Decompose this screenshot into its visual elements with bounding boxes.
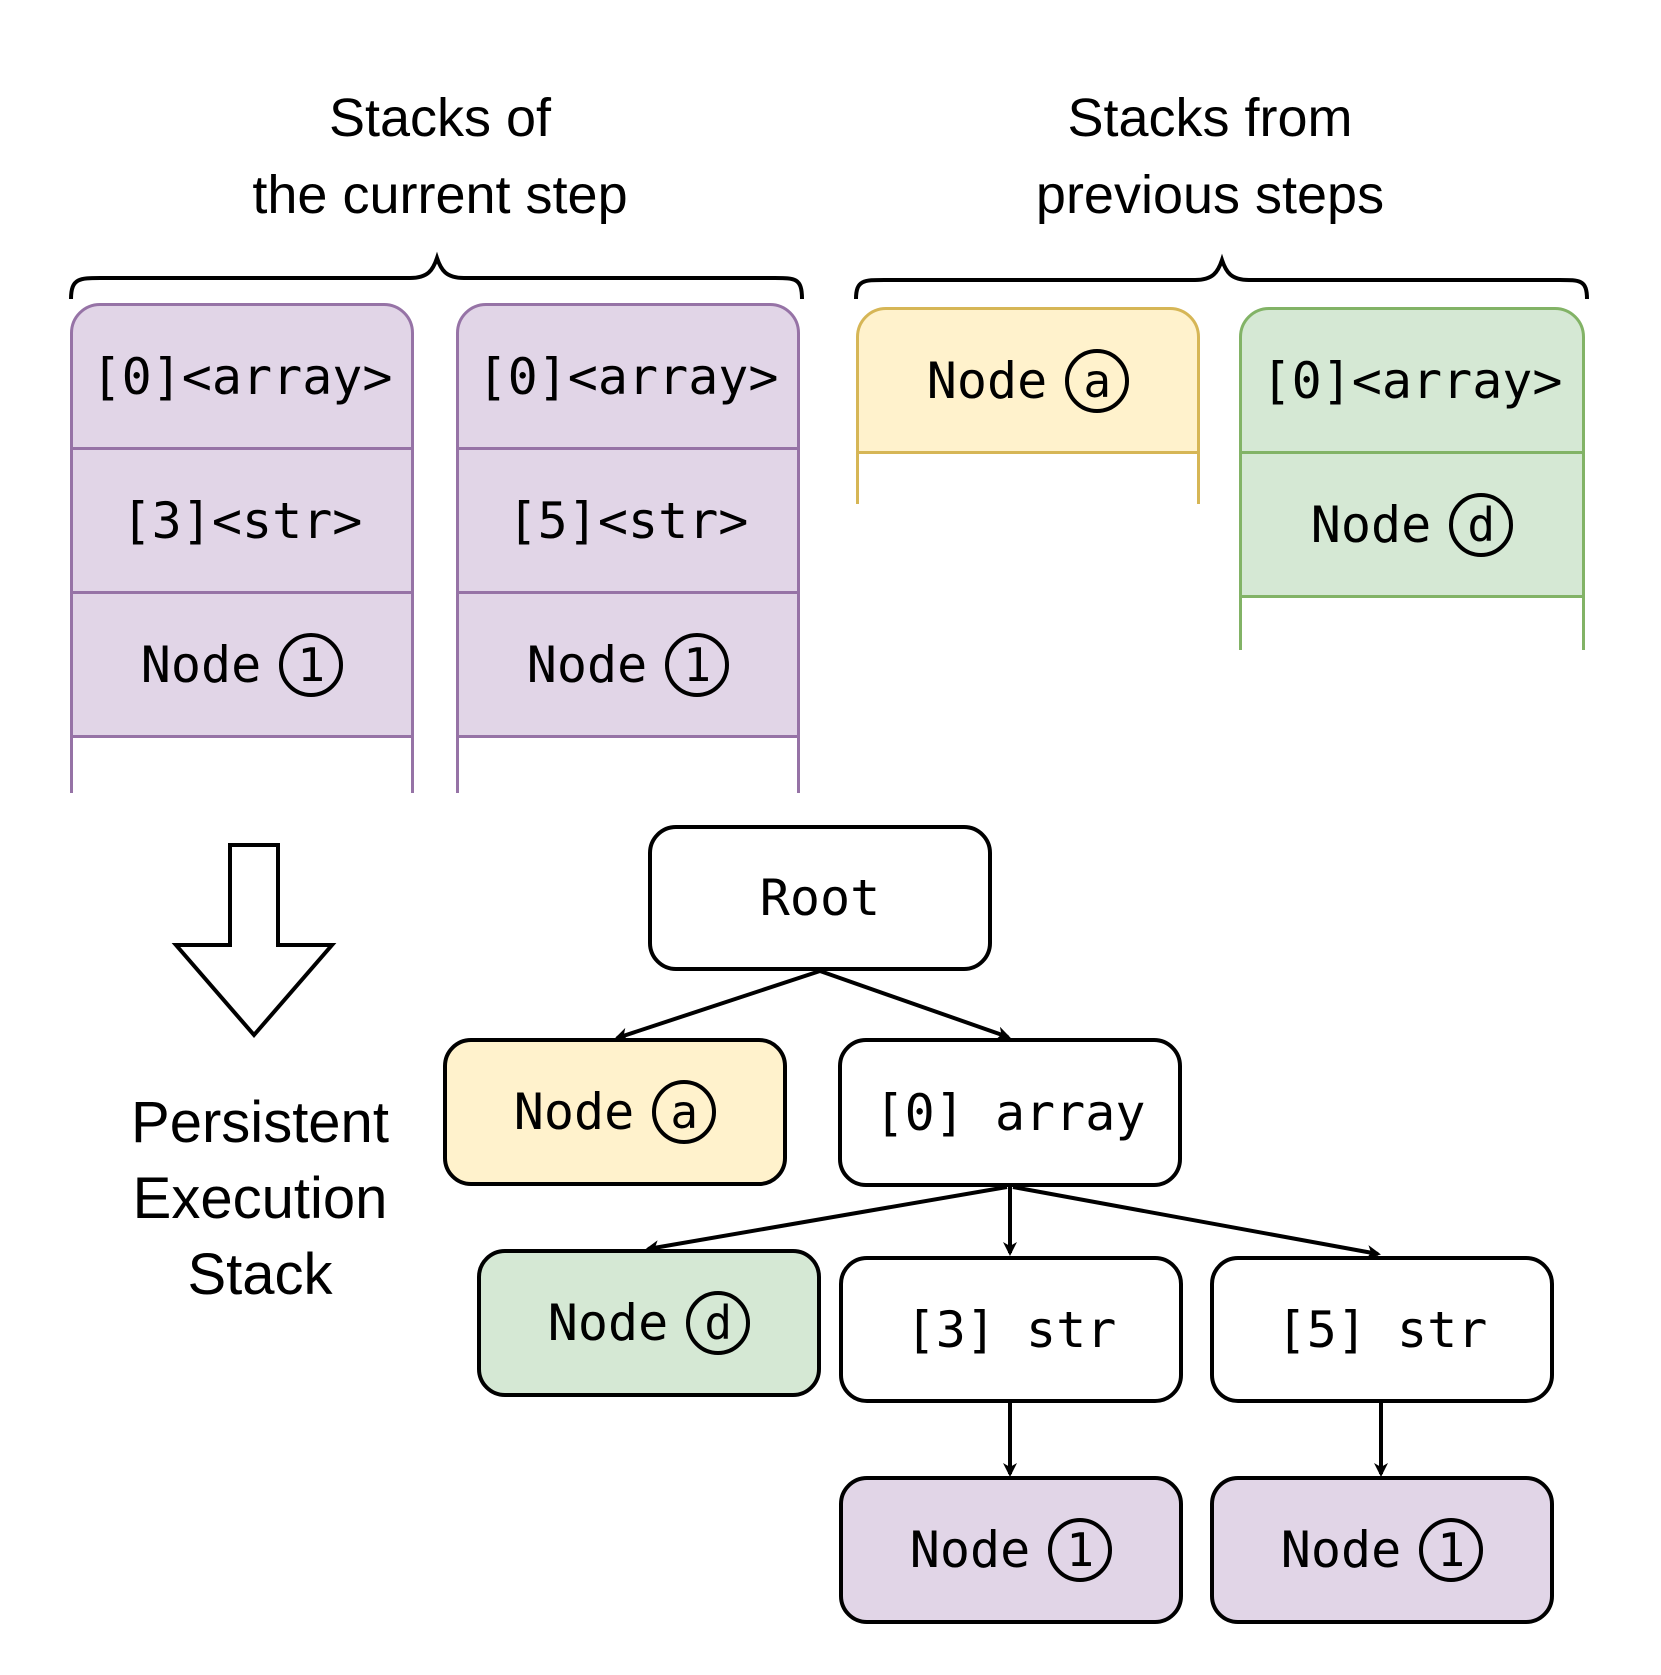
node-label: Node: [513, 1083, 635, 1141]
down-arrow-icon: [171, 843, 337, 1039]
tree-node-str3: [3] str: [839, 1256, 1183, 1403]
tree-node-array: [0] array: [838, 1038, 1182, 1187]
tree-node-str5: [5] str: [1210, 1256, 1554, 1403]
circled-1-icon: 1: [1419, 1518, 1484, 1582]
tree-node-a: Node a: [443, 1038, 787, 1186]
node-label: [5] str: [1276, 1300, 1488, 1359]
node-label: [0] array: [874, 1083, 1146, 1142]
side-label-line-2: Execution: [132, 1166, 388, 1231]
cell-label: Node: [1310, 495, 1432, 554]
stack-open-bottom: [70, 738, 414, 793]
edge-root-node-a: [614, 969, 821, 1042]
tree-node-1-left: Node 1: [839, 1476, 1183, 1624]
circled-a-icon: a: [652, 1080, 717, 1144]
header-previous-steps: Stacks from previous steps: [830, 80, 1590, 234]
node-label: [3] str: [905, 1300, 1117, 1359]
edge-root-array: [819, 969, 1011, 1040]
stack-open-bottom: [1239, 598, 1585, 650]
edge-array-node-d: [645, 1185, 1008, 1255]
node-label: Root: [759, 869, 881, 927]
header-previous-line-1: Stacks from: [1067, 88, 1353, 148]
cell-label: [3]<str>: [121, 491, 363, 550]
node-label: Node: [547, 1294, 669, 1352]
tree-node-root: Root: [648, 825, 992, 971]
circled-1-icon: 1: [665, 632, 730, 697]
stack-cell: Node d: [1239, 451, 1585, 598]
stack-cell: Node 1: [70, 591, 414, 738]
cell-label: [0]<array>: [1261, 351, 1563, 410]
circled-1-icon: 1: [279, 632, 344, 697]
stack-cell: [0]<array>: [456, 303, 800, 450]
circled-a-icon: a: [1065, 348, 1130, 413]
stack-cell: Node 1: [456, 591, 800, 738]
cell-label: Node: [140, 635, 262, 694]
stack-cell: [0]<array>: [1239, 307, 1585, 454]
stack-cell: [3]<str>: [70, 447, 414, 594]
header-previous-line-2: previous steps: [1035, 165, 1385, 225]
persistent-stack-label: Persistent Execution Stack: [70, 1085, 450, 1313]
stack-cell: [0]<array>: [70, 303, 414, 450]
cell-label: [0]<array>: [91, 347, 393, 406]
stack-open-bottom: [856, 454, 1200, 504]
current-stack-1: [0]<array> [3]<str> Node 1: [70, 303, 414, 793]
header-current-line-2: the current step: [252, 165, 628, 225]
stack-open-bottom: [456, 738, 800, 793]
cell-label: [5]<str>: [507, 491, 749, 550]
previous-stack-1: Node a: [856, 307, 1200, 504]
cell-label: Node: [526, 635, 648, 694]
edge-array-str5: [1012, 1185, 1381, 1259]
header-current-line-1: Stacks of: [328, 88, 552, 148]
tree-node-1-right: Node 1: [1210, 1476, 1554, 1624]
cell-label: [0]<array>: [477, 347, 779, 406]
current-stack-2: [0]<array> [5]<str> Node 1: [456, 303, 800, 793]
circled-d-icon: d: [1449, 492, 1514, 557]
side-label-line-1: Persistent: [131, 1090, 389, 1155]
circled-1-icon: 1: [1048, 1518, 1113, 1582]
node-label: Node: [1280, 1521, 1402, 1579]
cell-label: Node: [926, 351, 1048, 410]
brace-current: [69, 251, 804, 300]
stack-cell: Node a: [856, 307, 1200, 454]
tree-node-d: Node d: [477, 1249, 821, 1397]
brace-previous: [854, 253, 1589, 300]
circled-d-icon: d: [686, 1291, 751, 1355]
header-current-step: Stacks of the current step: [60, 80, 820, 234]
stack-cell: [5]<str>: [456, 447, 800, 594]
node-label: Node: [909, 1521, 1031, 1579]
previous-stack-2: [0]<array> Node d: [1239, 307, 1585, 650]
side-label-line-3: Stack: [187, 1242, 333, 1307]
